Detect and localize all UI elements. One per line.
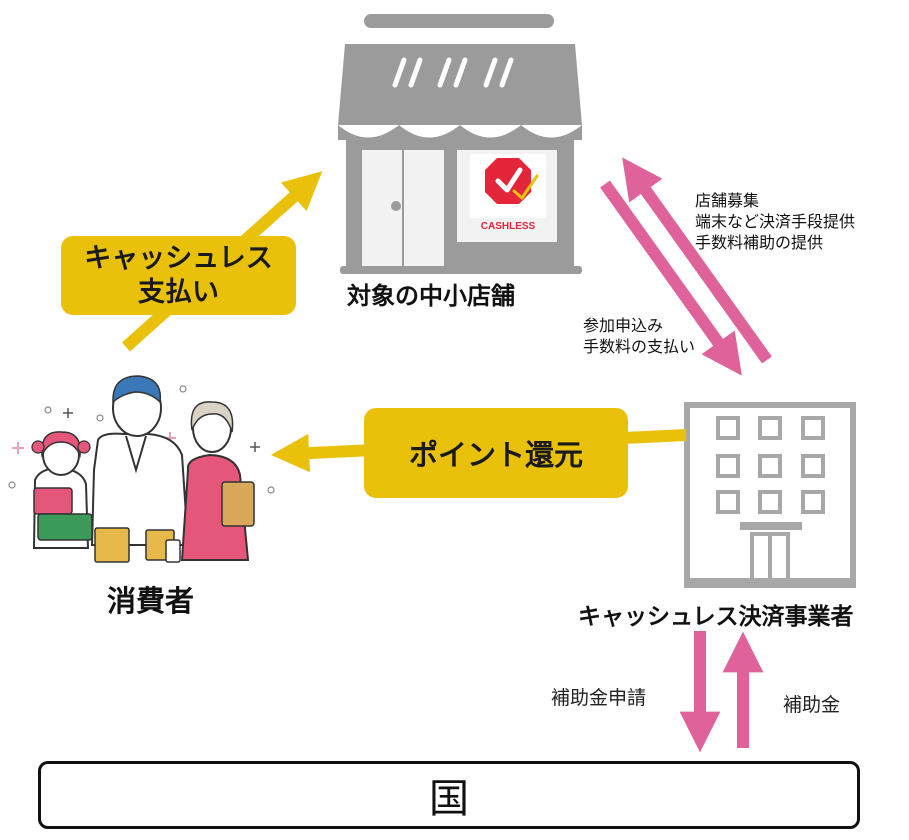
cashless-payment-line1: キャッシュレス [84,242,273,274]
store-label: 対象の中小店舗 [347,282,515,310]
cashless-payment-badge: キャッシュレス 支払い [61,236,296,315]
point-return-label: ポイント還元 [408,438,583,472]
country-box: 国 [38,761,860,829]
consumer-label: 消費者 [107,584,195,618]
cashless-payment-line2: 支払い [138,276,219,308]
store-icon [338,14,582,274]
provider-to-store-line: 手数料補助の提供 [695,233,824,252]
subsidy-application-label: 補助金申請 [551,687,647,709]
consumers-illustration [8,375,275,563]
provider-label: キャッシュレス決済事業者 [578,604,854,630]
subsidy-label: 補助金 [783,694,841,716]
provider-to-store-arrow [622,157,772,364]
point-return-badge: ポイント還元 [364,408,628,498]
store-to-provider-line: 参加申込み [583,316,664,335]
country-label: 国 [429,776,469,822]
store-to-provider-text: 参加申込み 手数料の支払い [583,315,695,357]
store-to-provider-arrow [600,180,742,376]
provider-to-store-text: 店舗募集 端末など決済手段提供 手数料補助の提供 [695,190,855,253]
cashless-logo [470,154,546,218]
cashless-logo-text: CASHLESS [481,221,536,232]
provider-to-store-line: 端末など決済手段提供 [695,212,856,231]
store-to-provider-line: 手数料の支払い [583,337,696,356]
provider-to-store-line: 店舗募集 [695,191,760,210]
building-icon [684,402,856,588]
